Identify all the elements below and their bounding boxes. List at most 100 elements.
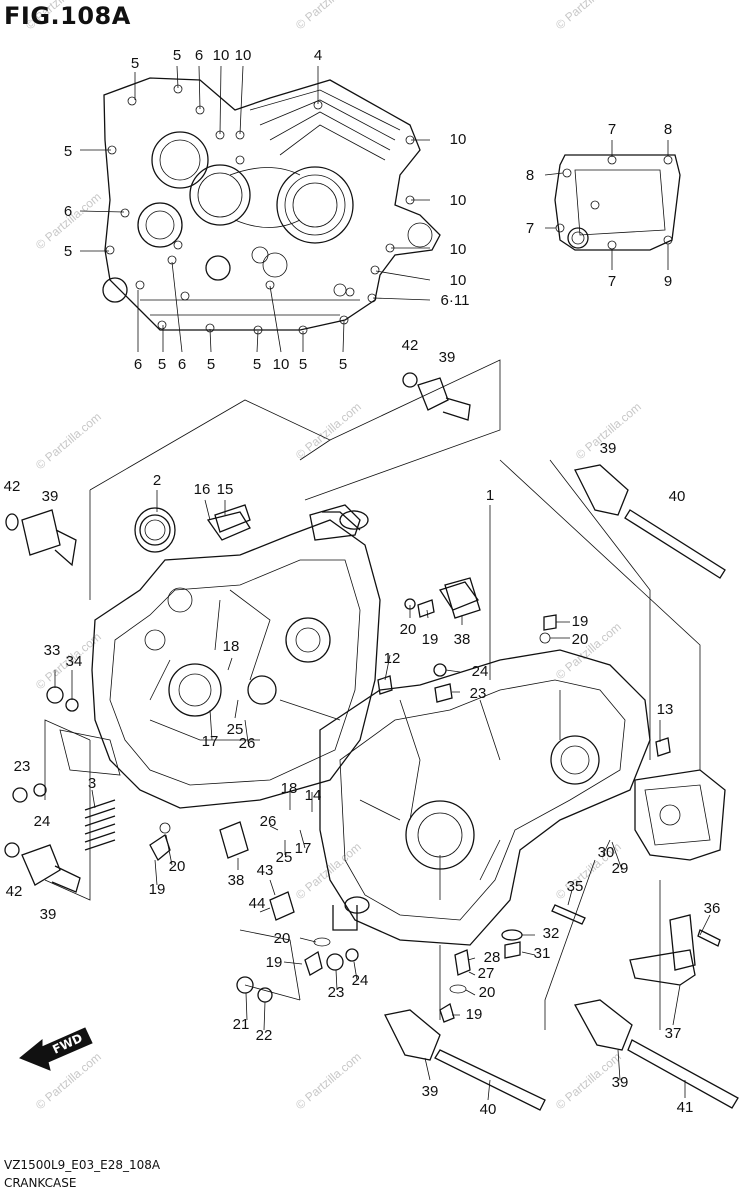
figure-title: FIG.108A — [4, 2, 131, 30]
part-callout-c87: 40 — [480, 1101, 497, 1118]
watermark: © Partzilla.com — [293, 0, 364, 32]
part-callout-c16: 5 — [158, 356, 166, 373]
part-callout-c89: 41 — [677, 1099, 694, 1116]
part-callout-c29: 42 — [402, 337, 419, 354]
part-callout-c60: 25 — [276, 849, 293, 866]
part-callout-c43: 20 — [572, 631, 589, 648]
crankcase-side-view — [102, 77, 441, 335]
part-callout-c11: 5 — [64, 243, 72, 260]
footer-name: CRANKCASE — [4, 1176, 77, 1190]
part-callout-c9: 6 — [64, 203, 72, 220]
part-callout-c74: 31 — [534, 945, 551, 962]
watermark-layer: © Partzilla.com © Partzilla.com © Partzi… — [23, 0, 644, 1112]
part-callout-c36: 16 — [194, 481, 211, 498]
part-callout-c41: 38 — [454, 631, 471, 648]
part-callout-c23: 7 — [608, 121, 616, 138]
part-callout-c6: 4 — [314, 47, 322, 64]
watermark: © Partzilla.com — [293, 400, 364, 463]
part-callout-c51: 17 — [202, 733, 219, 750]
part-callout-c52: 25 — [227, 721, 244, 738]
part-callout-c8: 5 — [64, 143, 72, 160]
part-callout-c24: 8 — [664, 121, 672, 138]
watermark: © Partzilla.com — [33, 410, 104, 473]
cover-plate — [544, 140, 681, 270]
part-callout-c21: 5 — [299, 356, 307, 373]
part-callout-c3: 6 — [195, 47, 203, 64]
part-callout-c1: 5 — [131, 55, 139, 72]
part-callout-c33: 42 — [4, 478, 21, 495]
part-callout-c73: 32 — [543, 925, 560, 942]
part-callout-c48: 33 — [44, 642, 61, 659]
part-callout-c20: 10 — [273, 356, 290, 373]
right-crankcase-half — [319, 581, 726, 946]
part-callout-c78: 19 — [266, 954, 283, 971]
part-callout-c77: 27 — [478, 965, 495, 982]
part-callout-c38: 1 — [486, 487, 494, 504]
part-callout-c2: 5 — [173, 47, 181, 64]
part-callout-c25: 8 — [526, 167, 534, 184]
part-callout-c10: 10 — [450, 192, 467, 209]
left-crankcase-half — [59, 504, 381, 809]
part-callout-c63: 19 — [149, 881, 166, 898]
part-callout-c55: 24 — [34, 813, 51, 830]
part-callout-c17: 6 — [178, 356, 186, 373]
part-callout-c35: 2 — [153, 472, 161, 489]
part-callout-c81: 20 — [479, 984, 496, 1001]
part-callout-c47: 13 — [657, 701, 674, 718]
part-callout-c31: 39 — [600, 440, 617, 457]
part-callout-c12: 10 — [450, 241, 467, 258]
part-callout-c28: 9 — [664, 273, 672, 290]
part-callout-c85: 37 — [665, 1025, 682, 1042]
part-callout-c34: 39 — [42, 488, 59, 505]
part-callout-c65: 42 — [6, 883, 23, 900]
part-callout-c50: 18 — [223, 638, 240, 655]
part-callout-c4: 10 — [213, 47, 230, 64]
top-leader-lines — [79, 65, 431, 353]
part-callout-c18: 5 — [207, 356, 215, 373]
watermark: © Partzilla.com — [293, 1050, 364, 1113]
small-parts — [4, 372, 739, 1111]
part-callout-c54: 23 — [14, 758, 31, 775]
part-callout-c22: 5 — [339, 356, 347, 373]
part-callout-c59: 26 — [260, 813, 277, 830]
part-callout-c45: 24 — [472, 663, 489, 680]
part-callout-c15: 6 — [134, 356, 142, 373]
part-callout-c66: 39 — [40, 906, 57, 923]
part-callout-c62: 20 — [169, 858, 186, 875]
part-callout-c70: 29 — [612, 860, 629, 877]
part-callout-c30: 39 — [439, 349, 456, 366]
watermark: © Partzilla.com — [553, 0, 624, 32]
part-callout-c84: 22 — [256, 1027, 273, 1044]
part-callout-c46: 23 — [470, 685, 487, 702]
main-leader-lines — [54, 490, 711, 1101]
part-callout-c40: 19 — [422, 631, 439, 648]
part-callout-c26: 7 — [526, 220, 534, 237]
part-callout-c83: 21 — [233, 1016, 250, 1033]
part-callout-c42: 19 — [572, 613, 589, 630]
part-callout-c7: 10 — [450, 131, 467, 148]
part-callout-c79: 24 — [352, 972, 369, 989]
part-callout-c64: 38 — [228, 872, 245, 889]
part-callout-c68: 44 — [249, 895, 266, 912]
part-callout-c14: 6·11 — [441, 292, 470, 309]
part-callout-c80: 23 — [328, 984, 345, 1001]
part-callout-c13: 10 — [450, 272, 467, 289]
part-callout-c86: 39 — [422, 1083, 439, 1100]
part-callout-c57: 18 — [281, 780, 298, 797]
part-callout-c49: 34 — [66, 653, 83, 670]
assembly-guides — [44, 359, 701, 1030]
part-callout-c5: 10 — [235, 47, 252, 64]
part-callout-c75: 20 — [274, 930, 291, 947]
part-callout-c56: 3 — [88, 775, 96, 792]
part-callout-c27: 7 — [608, 273, 616, 290]
part-callout-c37: 15 — [217, 481, 234, 498]
part-callout-c61: 17 — [295, 840, 312, 857]
part-callout-c76: 28 — [484, 949, 501, 966]
part-callout-c39: 20 — [400, 621, 417, 638]
part-callout-c58: 14 — [305, 787, 322, 804]
part-callout-c44: 12 — [384, 650, 401, 667]
part-callout-c32: 40 — [669, 488, 686, 505]
part-callout-c88: 39 — [612, 1074, 629, 1091]
footer-code: VZ1500L9_E03_E28_108A — [4, 1158, 161, 1172]
